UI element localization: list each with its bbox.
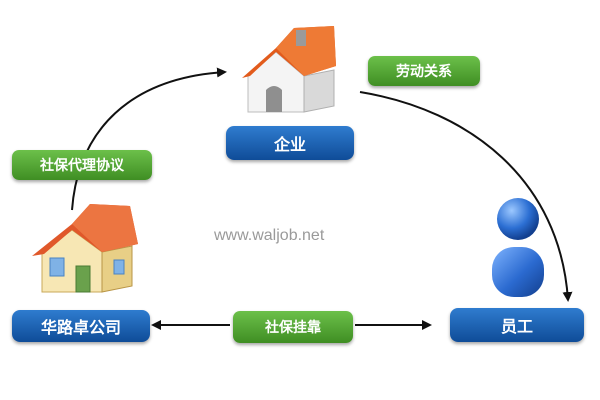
node-company: 华路卓公司 xyxy=(12,310,150,342)
node-enterprise-label: 企业 xyxy=(273,135,306,154)
house-icon xyxy=(238,20,338,120)
edge-label-social-agency: 社保代理协议 xyxy=(12,150,152,180)
edge-label-social-agency-text: 社保代理协议 xyxy=(40,158,124,174)
node-employee-label: 员工 xyxy=(500,317,533,336)
edge-label-social-affiliation: 社保挂靠 xyxy=(233,311,353,343)
node-employee: 员工 xyxy=(450,308,584,342)
arrow-enterprise-to-employee xyxy=(359,91,573,302)
edge-label-labor-relation: 劳动关系 xyxy=(368,56,480,86)
node-company-label: 华路卓公司 xyxy=(40,318,121,337)
node-enterprise: 企业 xyxy=(226,126,354,160)
house-icon-company xyxy=(30,200,140,300)
arrow-company-to-enterprise xyxy=(71,67,227,211)
watermark-text: www.waljob.net xyxy=(214,227,325,244)
edge-label-labor-relation-text: 劳动关系 xyxy=(396,64,452,80)
edge-label-social-affiliation-text: 社保挂靠 xyxy=(265,320,321,336)
person-icon xyxy=(478,195,558,305)
